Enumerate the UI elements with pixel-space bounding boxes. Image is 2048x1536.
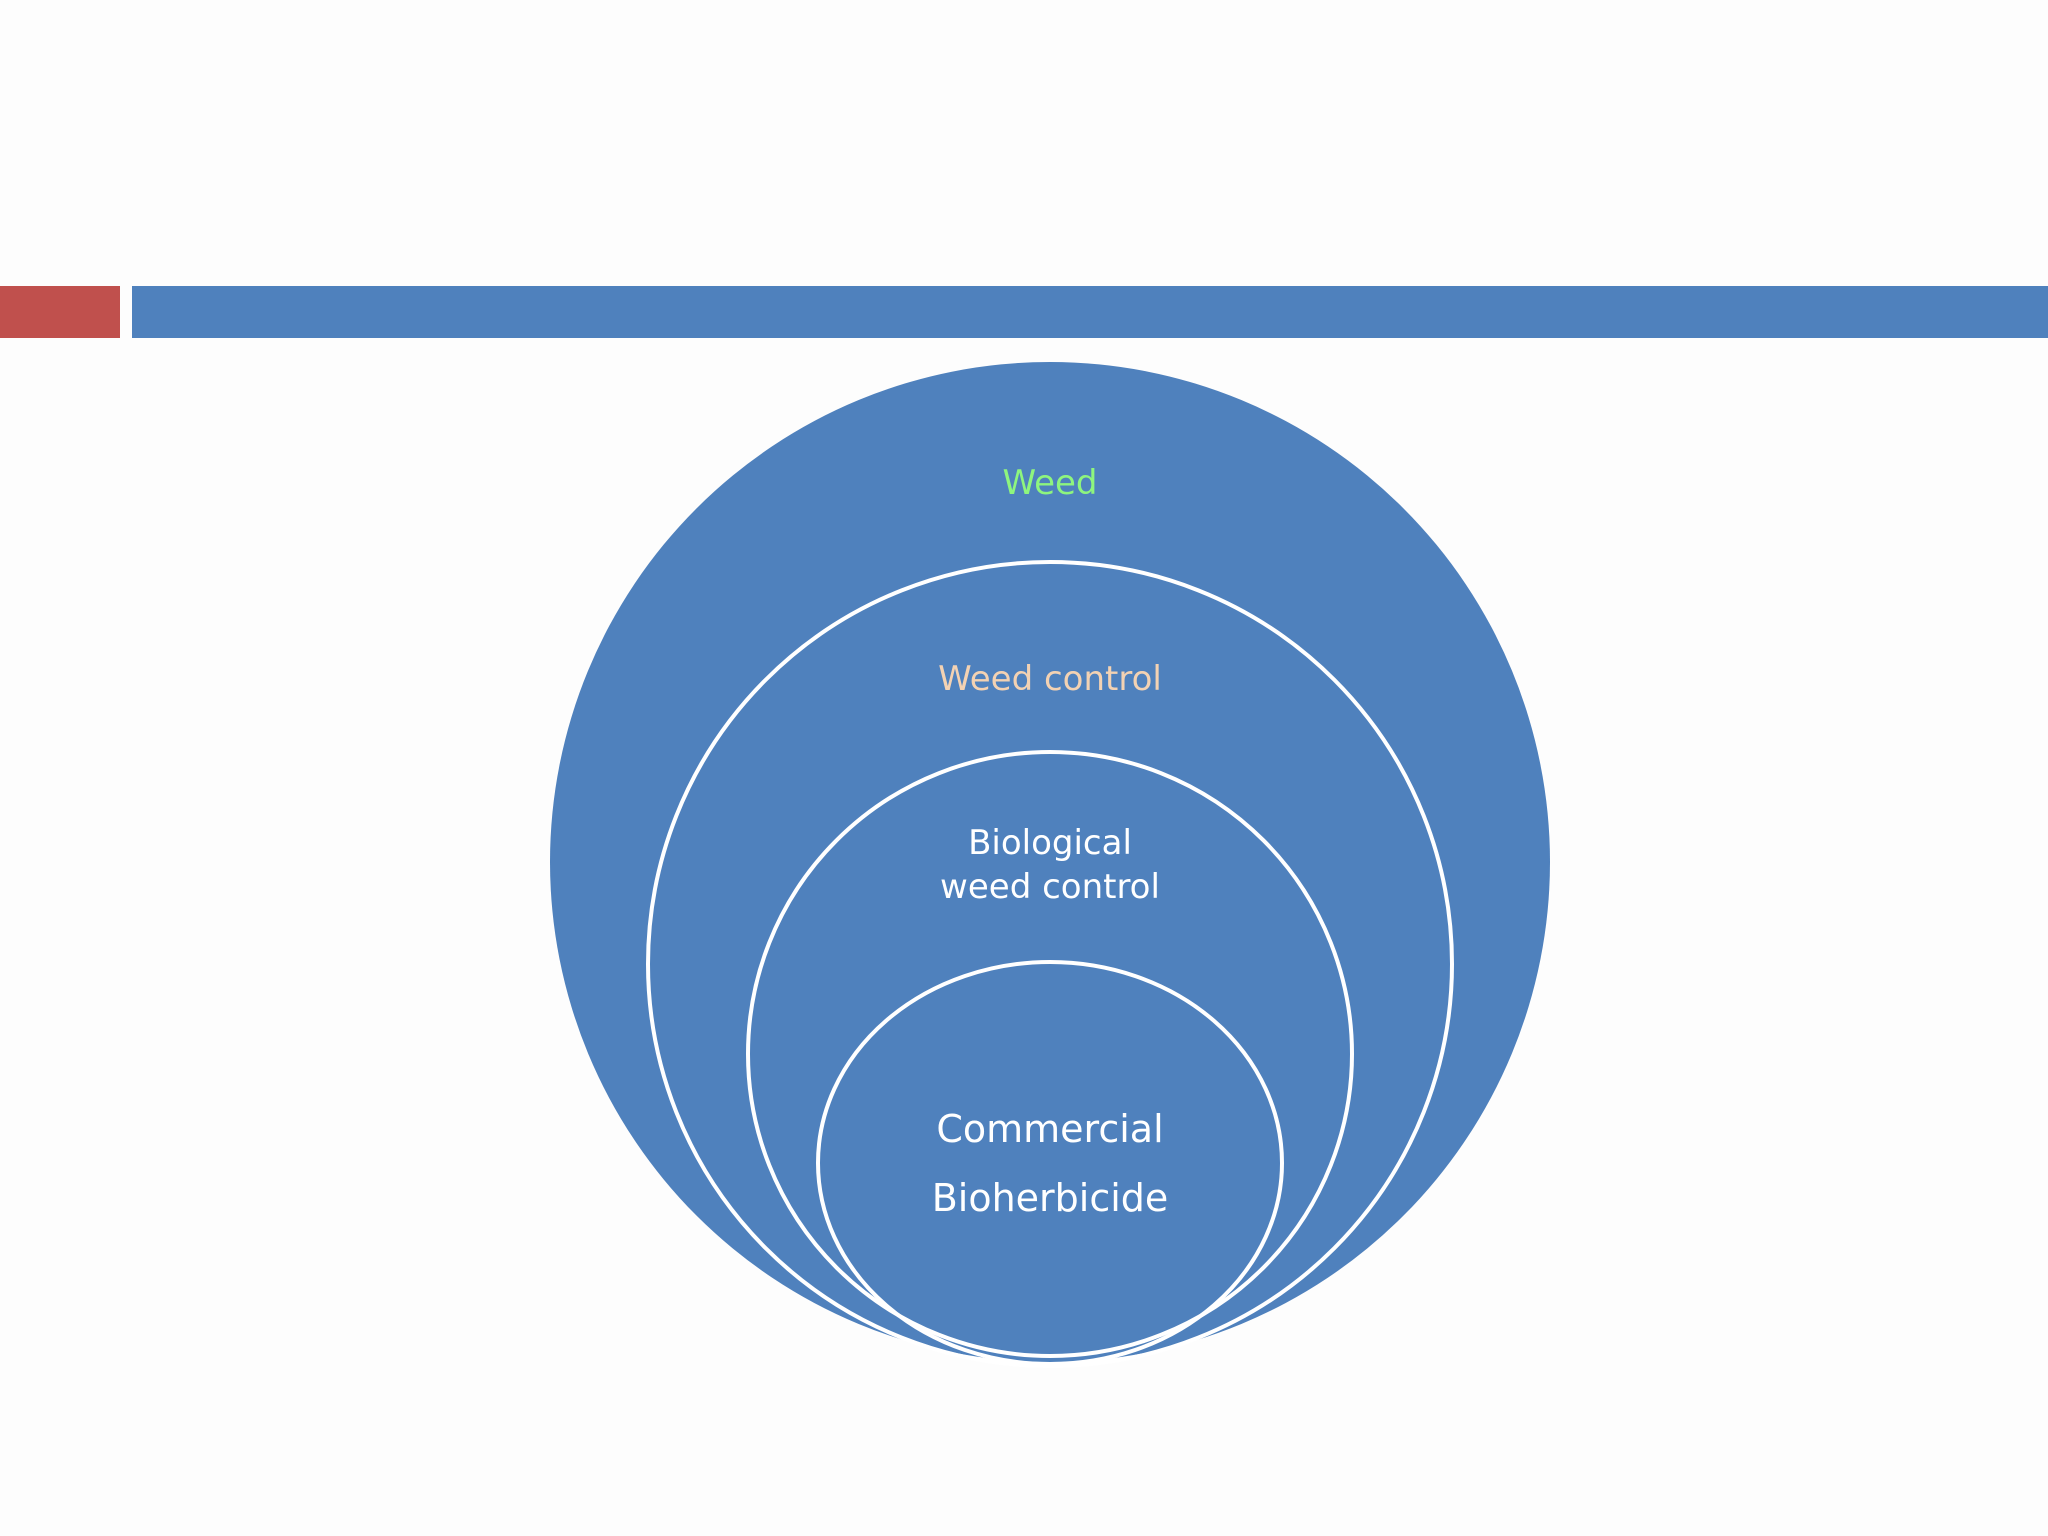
label-weed-control: Weed control [938, 659, 1162, 699]
title-bar [132, 286, 2048, 338]
label-weed: Weed [1002, 463, 1097, 503]
accent-bar [0, 286, 120, 338]
circle-commercial-bioherbicide [816, 960, 1284, 1366]
label-biological-line-2: weed control [940, 867, 1160, 907]
label-commercial-line-2: Bioherbicide [932, 1176, 1169, 1220]
label-biological-line-1: Biological [968, 823, 1132, 863]
circle-weed [550, 362, 1550, 1362]
label-commercial-line-1: Commercial [936, 1107, 1163, 1151]
circle-biological-weed-control [746, 750, 1354, 1358]
